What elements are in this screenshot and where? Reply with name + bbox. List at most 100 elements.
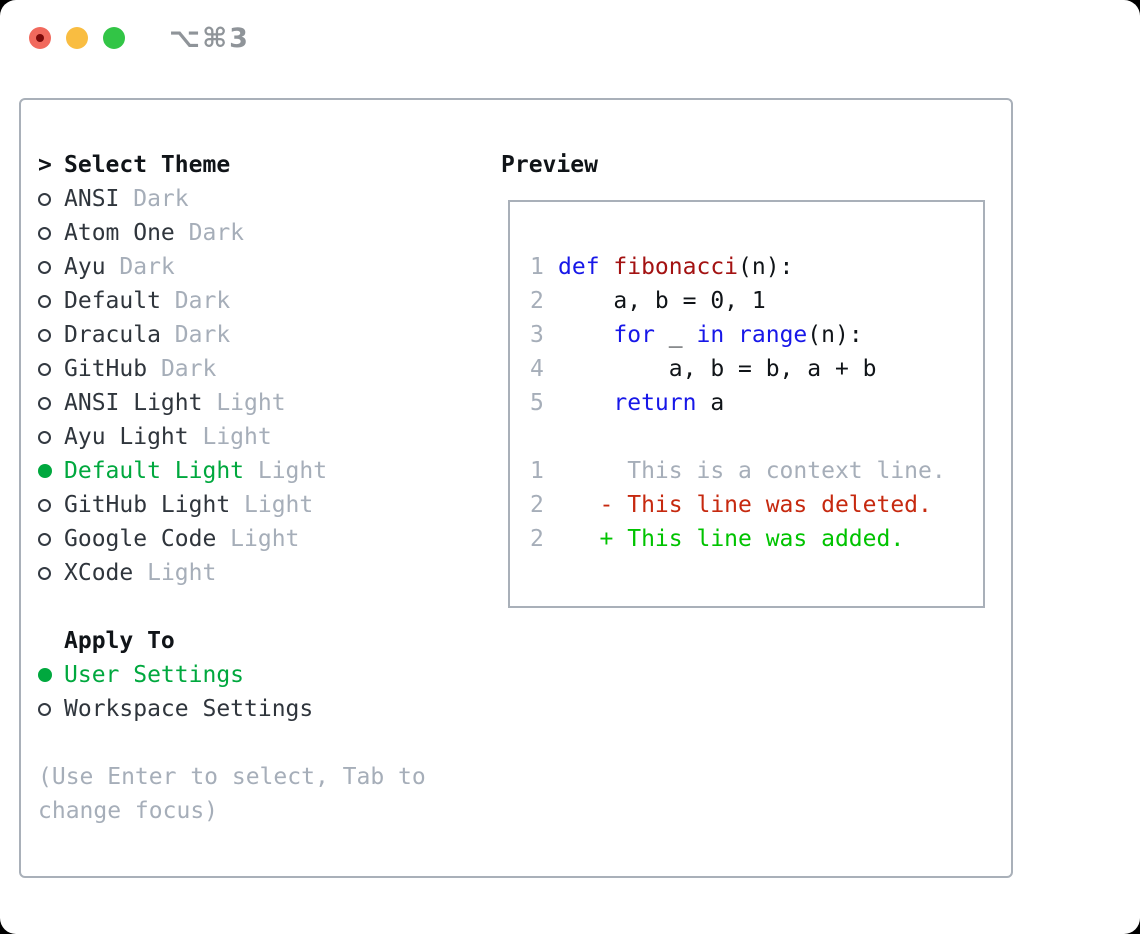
theme-option-google-code-light[interactable]: Google Code Light [38, 522, 501, 556]
apply-option-user-settings[interactable]: User Settings [38, 658, 501, 692]
option-label: GitHub Light [64, 492, 231, 518]
option-label: Google Code [64, 526, 217, 552]
radio-unselected-icon [38, 260, 64, 274]
code-token: a, b = 0, 1 [558, 288, 766, 314]
code-token: for [613, 322, 655, 348]
close-button-icon[interactable] [29, 27, 51, 49]
theme-option-github-dark[interactable]: GitHub Dark [38, 352, 501, 386]
code-token: (n): [738, 254, 794, 280]
line-number [530, 420, 558, 454]
cursor-icon: > [38, 152, 52, 178]
code-token: a, b = b, a + b [558, 356, 877, 382]
radio-unselected-icon [38, 328, 64, 342]
radio-unselected-icon [38, 192, 64, 206]
radio-unselected-icon [38, 430, 64, 444]
radio-unselected-icon [38, 702, 64, 716]
option-tag: Dark [174, 322, 231, 348]
radio-unselected-icon [38, 532, 64, 546]
code-token: in [696, 322, 725, 348]
option-tag: Dark [160, 356, 217, 382]
option-label: Ayu [64, 254, 106, 280]
option-tag: Dark [133, 186, 189, 212]
hint-text-line-2: change focus) [38, 798, 219, 824]
preview-heading: Preview [501, 152, 598, 178]
theme-option-github-light-light[interactable]: GitHub Light Light [38, 488, 501, 522]
option-tag: Light [230, 526, 300, 552]
window-title: ⌥⌘3 [169, 22, 250, 54]
radio-selected-icon [38, 668, 64, 682]
option-label: Default [64, 288, 161, 314]
theme-option-atom-one-dark[interactable]: Atom One Dark [38, 216, 501, 250]
spacer [38, 726, 501, 760]
code-token: _ [654, 322, 697, 348]
code-token: This is a context line. [558, 458, 946, 484]
line-number: 2 [530, 288, 544, 314]
option-label: ANSI [64, 186, 120, 212]
line-number: 3 [530, 322, 544, 348]
option-label: Workspace Settings [64, 696, 314, 722]
option-tag: Light [147, 560, 217, 586]
code-line: 4 a, b = b, a + b [530, 352, 983, 386]
code-line: 5 return a [530, 386, 983, 420]
radio-unselected-icon [38, 566, 64, 580]
apply-to-heading-row: Apply To [38, 624, 501, 658]
code-token: return [613, 390, 697, 416]
radio-unselected-icon [38, 362, 64, 376]
select-theme-heading: Select Theme [64, 152, 231, 178]
radio-unselected-icon [38, 498, 64, 512]
theme-option-ayu-dark[interactable]: Ayu Dark [38, 250, 501, 284]
radio-selected-icon [38, 464, 64, 478]
line-number: 5 [530, 390, 544, 416]
minimize-button-icon[interactable] [66, 27, 88, 49]
option-tag: Light [257, 458, 328, 484]
theme-option-ansi-light-light[interactable]: ANSI Light Light [38, 386, 501, 420]
code-token: a [696, 390, 725, 416]
line-number: 2 [530, 526, 544, 552]
option-tag: Light [244, 492, 314, 518]
code-token: fibonacci [613, 254, 739, 280]
option-tag: Dark [174, 288, 231, 314]
option-tag: Light [216, 390, 286, 416]
code-line: 3 for _ in range(n): [530, 318, 983, 352]
option-label: ANSI Light [64, 390, 203, 416]
code-token: range [738, 322, 808, 348]
option-label: User Settings [64, 662, 245, 688]
option-tag: Light [202, 424, 272, 450]
radio-unselected-icon [38, 226, 64, 240]
spacer [38, 590, 501, 624]
line-number: 1 [530, 458, 544, 484]
theme-option-ayu-light-light[interactable]: Ayu Light Light [38, 420, 501, 454]
zoom-button-icon[interactable] [103, 27, 125, 49]
apply-option-workspace-settings[interactable]: Workspace Settings [38, 692, 501, 726]
code-token: (n): [807, 322, 863, 348]
code-token: - This line was deleted. [558, 492, 932, 518]
option-label: Ayu Light [64, 424, 189, 450]
option-label: Dracula [64, 322, 161, 348]
theme-option-dracula-dark[interactable]: Dracula Dark [38, 318, 501, 352]
option-label: GitHub [64, 356, 148, 382]
line-number: 2 [530, 492, 544, 518]
option-label: Atom One [64, 220, 175, 246]
code-token: def [558, 254, 614, 280]
code-line: 2 a, b = 0, 1 [530, 284, 983, 318]
code-token [558, 318, 613, 352]
code-token [558, 386, 613, 420]
hint-text-line-1: (Use Enter to select, Tab to [38, 764, 426, 790]
code-token: + This line was added. [558, 526, 905, 552]
radio-unselected-icon [38, 294, 64, 308]
code-line: 1 This is a context line. [530, 454, 983, 488]
option-tag: Dark [119, 254, 175, 280]
option-tag: Dark [188, 220, 245, 246]
theme-option-default-dark[interactable]: Default Dark [38, 284, 501, 318]
theme-option-ansi-dark[interactable]: ANSI Dark [38, 182, 501, 216]
apply-to-heading: Apply To [64, 628, 175, 654]
code-line: 2 - This line was deleted. [530, 488, 983, 522]
